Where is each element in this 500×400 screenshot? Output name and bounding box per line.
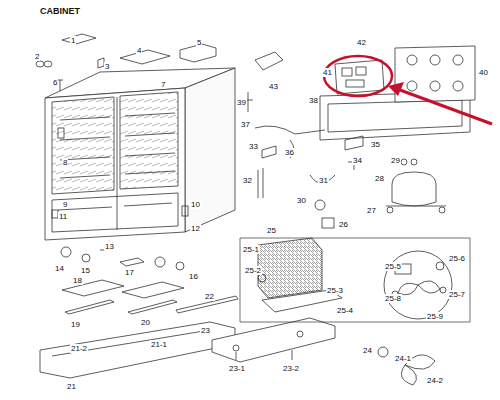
callout-number: 2 xyxy=(34,52,40,61)
callout-number: 12 xyxy=(190,224,201,233)
callout-number: 5 xyxy=(196,38,202,47)
callout-number: 25-8 xyxy=(384,294,402,303)
callout-number: 42 xyxy=(356,38,367,47)
callout-number: 31 xyxy=(318,176,329,185)
callout-number: 26 xyxy=(338,220,349,229)
callout-number: 21 xyxy=(66,382,77,391)
callout-number: 38 xyxy=(308,96,319,105)
callout-number: 23-1 xyxy=(228,364,246,373)
callout-number: 25-9 xyxy=(426,312,444,321)
callout-number: 43 xyxy=(268,82,279,91)
callout-number: 39 xyxy=(236,98,247,107)
callout-number: 28 xyxy=(374,174,385,183)
callout-number: 10 xyxy=(190,200,201,209)
callout-number: 25 xyxy=(266,226,277,235)
callout-number: 25-7 xyxy=(448,290,466,299)
callout-number: 23 xyxy=(200,326,211,335)
callout-number: 24-1 xyxy=(394,354,412,363)
callout-number: 18 xyxy=(72,276,83,285)
callout-number: 4 xyxy=(136,46,142,55)
callout-number: 27 xyxy=(366,206,377,215)
callout-number: 30 xyxy=(296,196,307,205)
callout-number: 8 xyxy=(62,158,68,167)
callout-number: 20 xyxy=(140,318,151,327)
callout-number: 7 xyxy=(160,80,166,89)
callout-number: 40 xyxy=(478,68,489,77)
callout-number: 3 xyxy=(104,62,110,71)
callout-number: 25-4 xyxy=(336,306,354,315)
callout-number: 19 xyxy=(70,320,81,329)
callout-number: 16 xyxy=(188,272,199,281)
callout-number: 34 xyxy=(352,156,363,165)
callout-number: 36 xyxy=(284,148,295,157)
callout-number: 24 xyxy=(362,346,373,355)
callout-number: 35 xyxy=(370,140,381,149)
callout-number: 15 xyxy=(80,266,91,275)
callout-number: 21-1 xyxy=(150,340,168,349)
callout-number: 25-1 xyxy=(242,245,260,254)
callout-number: 24-2 xyxy=(426,376,444,385)
callout-number: 14 xyxy=(54,264,65,273)
callout-number: 41 xyxy=(322,68,333,77)
callout-number: 29 xyxy=(390,156,401,165)
callout-number: 32 xyxy=(242,176,253,185)
callout-number: 6 xyxy=(52,78,58,87)
callout-number: 22 xyxy=(204,292,215,301)
diagram-title: CABINET xyxy=(40,6,80,16)
callout-number: 33 xyxy=(248,142,259,151)
callout-number: 17 xyxy=(124,268,135,277)
callout-number: 37 xyxy=(240,120,251,129)
callout-number: 9 xyxy=(62,200,68,209)
callout-number: 13 xyxy=(104,242,115,251)
callout-number: 23-2 xyxy=(282,364,300,373)
callout-number: 25-6 xyxy=(448,254,466,263)
callout-number: 25-2 xyxy=(244,266,262,275)
callout-number: 1 xyxy=(70,36,76,45)
callout-number: 11 xyxy=(58,212,68,221)
callout-number: 21-2 xyxy=(70,344,88,353)
callout-number: 25-3 xyxy=(326,286,344,295)
callout-number: 25-5 xyxy=(384,262,402,271)
